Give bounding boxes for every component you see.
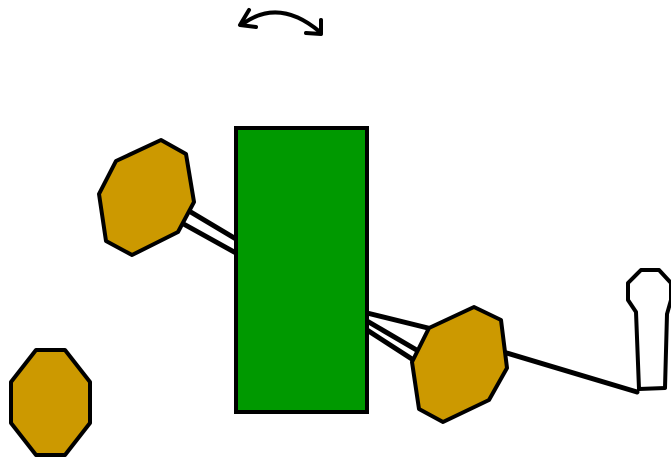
token-upper-left[interactable] [97, 138, 196, 257]
link-upper-left [177, 205, 239, 256]
link-tool [497, 348, 640, 395]
link-right [364, 310, 435, 364]
green-block[interactable] [234, 126, 369, 414]
token-lower-left[interactable] [9, 348, 92, 457]
tool-peg-icon[interactable] [626, 268, 671, 391]
rotate-arrow-icon[interactable] [238, 8, 323, 36]
token-right[interactable] [410, 305, 509, 424]
